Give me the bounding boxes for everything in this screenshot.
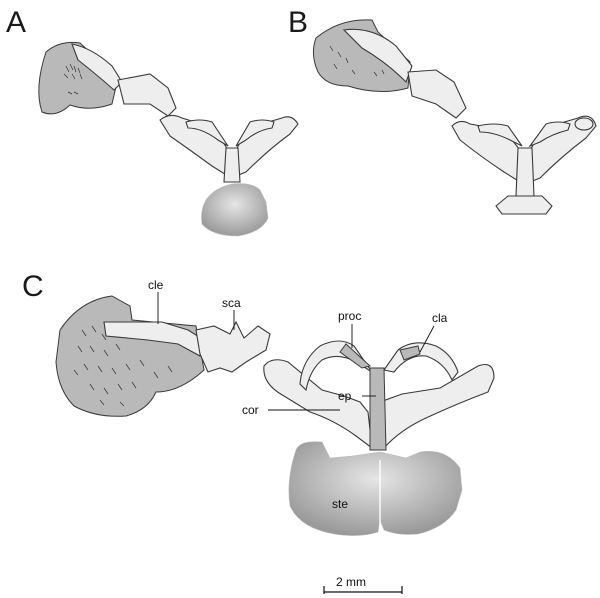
panel-c-epicoracoid xyxy=(369,367,387,451)
panel-b-procoracoid-left xyxy=(477,123,523,147)
panel-b-xiphisternum xyxy=(495,195,553,215)
label-proc: proc xyxy=(338,309,361,323)
panel-a-procoracoid-right xyxy=(235,119,275,147)
panel-letter-a: A xyxy=(6,6,26,39)
panel-b-glenoid-ring xyxy=(574,117,594,131)
panel-c-procoracoid-right xyxy=(383,342,459,382)
panel-c-suprascapula xyxy=(55,295,205,417)
panel-c-sternum xyxy=(288,441,463,536)
panel-c: C cle sca proc cla xyxy=(22,270,495,536)
panel-c-coracoid-left xyxy=(263,359,373,450)
panel-a: A xyxy=(6,6,299,237)
panel-a-procoracoid-left xyxy=(185,119,229,147)
panel-a-epicoracoid xyxy=(223,147,241,183)
label-sca: sca xyxy=(222,296,241,310)
label-cle: cle xyxy=(148,278,164,292)
scale-bar-label: 2 mm xyxy=(336,575,366,589)
panel-a-cleithrum xyxy=(71,43,123,91)
panel-b-procoracoid-right xyxy=(528,121,571,148)
panel-c-cleithrum xyxy=(103,321,205,357)
panel-letter-b: B xyxy=(288,6,308,39)
label-ste: ste xyxy=(332,497,348,511)
panel-c-coracoid-right xyxy=(377,363,495,449)
panel-b-scapula xyxy=(407,69,467,119)
panel-a-sternum xyxy=(201,183,269,237)
panel-c-procoracoid-cartilage-left xyxy=(339,343,372,369)
panel-b-hatching xyxy=(329,45,385,77)
panel-a-scapula xyxy=(117,73,177,117)
panel-c-scapula xyxy=(195,320,271,373)
panel-b: B xyxy=(288,6,597,215)
panel-b-suprascapula xyxy=(312,19,411,92)
label-cor: cor xyxy=(242,403,259,417)
label-ep: ep xyxy=(338,389,352,403)
panel-c-clavicle-cartilage-right xyxy=(399,345,421,361)
label-cla: cla xyxy=(432,311,448,325)
panel-c-hatching xyxy=(73,325,173,407)
scale-bar: 2 mm xyxy=(323,575,403,594)
panel-a-hatching xyxy=(63,63,83,95)
panel-letter-c: C xyxy=(22,270,44,303)
panel-b-epicoracoid xyxy=(515,147,535,197)
leader-cla xyxy=(419,325,435,353)
